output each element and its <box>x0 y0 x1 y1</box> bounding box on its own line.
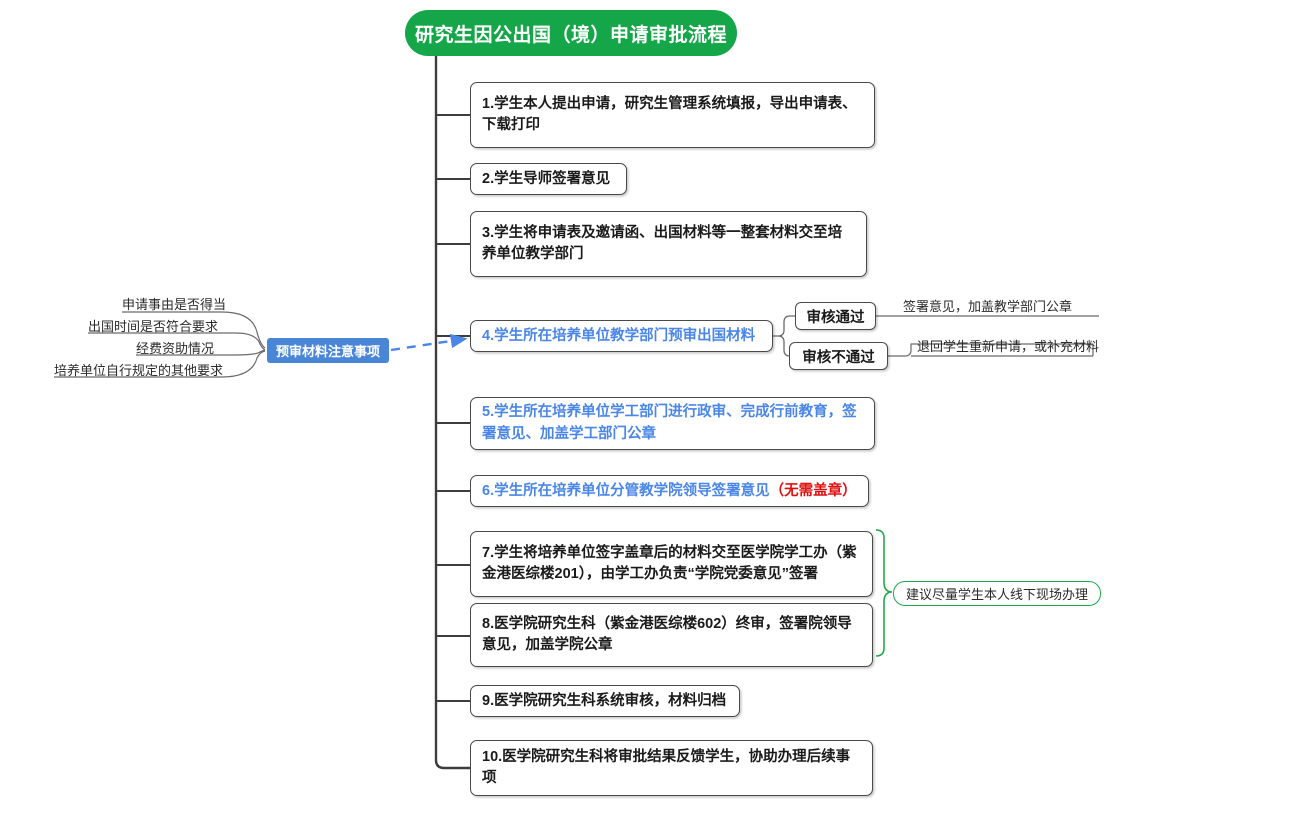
precheck-item-4[interactable]: 培养单位自行规定的其他要求 <box>54 363 224 378</box>
step-label-7: 7.学生将培养单位签字盖章后的材料交至医学院学工办（紫金港医综楼201），由学工… <box>482 544 857 582</box>
step-box-4[interactable]: 4.学生所在培养单位教学部门预审出国材料 <box>470 320 773 352</box>
step-box-7[interactable]: 7.学生将培养单位签字盖章后的材料交至医学院学工办（紫金港医综楼201），由学工… <box>470 531 873 597</box>
step-label-2: 2.学生导师签署意见 <box>482 170 611 187</box>
precheck-item-2[interactable]: 出国时间是否符合要求 <box>88 319 219 334</box>
step-box-10[interactable]: 10.医学院研究生科将审批结果反馈学生，协助办理后续事项 <box>470 740 873 796</box>
step-label-10: 10.医学院研究生科将审批结果反馈学生，协助办理后续事项 <box>482 748 851 786</box>
offline-handling-note[interactable]: 建议尽量学生本人线下现场办理 <box>893 581 1102 606</box>
precheck-item-3[interactable]: 经费资助情况 <box>136 341 215 356</box>
step-box-1[interactable]: 1.学生本人提出申请，研究生管理系统填报，导出申请表、下载打印 <box>470 82 875 148</box>
annotation-fail: 退回学生重新申请，或补充材料 <box>917 339 1100 354</box>
step-box-8[interactable]: 8.医学院研究生科（紫金港医综楼602）终审，签署院领导意见，加盖学院公章 <box>470 603 873 667</box>
precheck-title: 预审材料注意事项 <box>275 344 380 359</box>
precheck-arrow <box>390 333 468 352</box>
step-label-9: 9.医学院研究生科系统审核，材料归档 <box>482 692 727 709</box>
decision-box-pass[interactable]: 审核通过 <box>795 302 876 330</box>
step-label-5: 5.学生所在培养单位学工部门进行政审、完成行前教育，签署意见、加盖学工部门公章 <box>482 404 857 442</box>
precheck-callout[interactable]: 预审材料注意事项 <box>267 338 389 363</box>
step-label-3: 3.学生将申请表及邀请函、出国材料等一整套材料交至培养单位教学部门 <box>482 224 843 262</box>
step-box-6[interactable]: 6.学生所在培养单位分管教学院领导签署意见（无需盖章） <box>470 475 869 507</box>
step-box-9[interactable]: 9.医学院研究生科系统审核，材料归档 <box>470 685 740 717</box>
step-box-3[interactable]: 3.学生将申请表及邀请函、出国材料等一整套材料交至培养单位教学部门 <box>470 211 867 277</box>
trunk-line <box>434 56 470 770</box>
step-6-warning: （无需盖章） <box>769 482 857 499</box>
decision-label-fail: 审核不通过 <box>802 349 875 366</box>
step-box-2[interactable]: 2.学生导师签署意见 <box>470 163 627 195</box>
precheck-item-1[interactable]: 申请事由是否得当 <box>122 297 227 312</box>
green-brace <box>875 529 893 657</box>
step-box-5[interactable]: 5.学生所在培养单位学工部门进行政审、完成行前教育，签署意见、加盖学工部门公章 <box>470 397 875 450</box>
step-label-4: 4.学生所在培养单位教学部门预审出国材料 <box>482 327 756 344</box>
step-label-1: 1.学生本人提出申请，研究生管理系统填报，导出申请表、下载打印 <box>482 95 857 133</box>
step-label-6: 6.学生所在培养单位分管教学院领导签署意见（无需盖章） <box>482 482 857 499</box>
annotation-pass: 签署意见，加盖教学部门公章 <box>903 299 1073 314</box>
decision-label-pass: 审核通过 <box>806 309 865 326</box>
page-title: 研究生因公出国（境）申请审批流程 <box>414 24 727 46</box>
decision-box-fail[interactable]: 审核不通过 <box>789 342 888 370</box>
step-label-8: 8.医学院研究生科（紫金港医综楼602）终审，签署院领导意见，加盖学院公章 <box>482 615 852 653</box>
root-title-node[interactable]: 研究生因公出国（境）申请审批流程 <box>405 10 737 56</box>
offline-handling-note-label: 建议尽量学生本人线下现场办理 <box>906 587 1089 602</box>
